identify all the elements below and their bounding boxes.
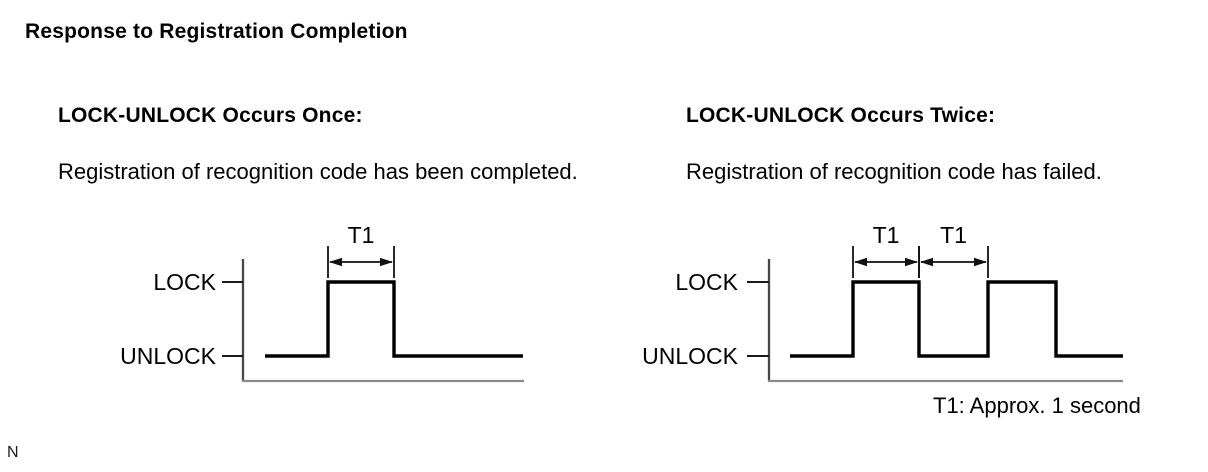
arrowhead-right-icon (905, 257, 918, 267)
waveform-diagram-twice: LOCK UNLOCK T1 T1 (642, 222, 1123, 383)
t1-footnote: T1: Approx. 1 second (933, 393, 1141, 418)
t1-duration-label: T1 (348, 222, 375, 248)
corner-marker-n: N (7, 444, 19, 461)
arrowhead-left-icon (920, 257, 933, 267)
arrowhead-right-icon (380, 257, 393, 267)
unlock-label: UNLOCK (642, 343, 739, 369)
arrowhead-left-icon (329, 257, 342, 267)
page-title: Response to Registration Completion (25, 20, 408, 43)
waveform-diagram-once: LOCK UNLOCK T1 (120, 222, 524, 383)
lock-label: LOCK (675, 269, 738, 295)
waveform-trace (790, 280, 1123, 358)
arrowhead-right-icon (974, 257, 987, 267)
arrowhead-left-icon (854, 257, 867, 267)
panel-once-heading: LOCK-UNLOCK Occurs Once: (58, 104, 363, 127)
lock-label: LOCK (153, 269, 216, 295)
t1-duration-label: T1 (873, 222, 900, 248)
panel-twice-description: Registration of recognition code has fai… (686, 159, 1102, 184)
panel-twice-heading: LOCK-UNLOCK Occurs Twice: (686, 104, 996, 127)
unlock-label: UNLOCK (120, 343, 217, 369)
waveform-trace (265, 280, 523, 358)
panel-once-description: Registration of recognition code has bee… (58, 159, 578, 184)
t1-duration-label: T1 (940, 222, 967, 248)
